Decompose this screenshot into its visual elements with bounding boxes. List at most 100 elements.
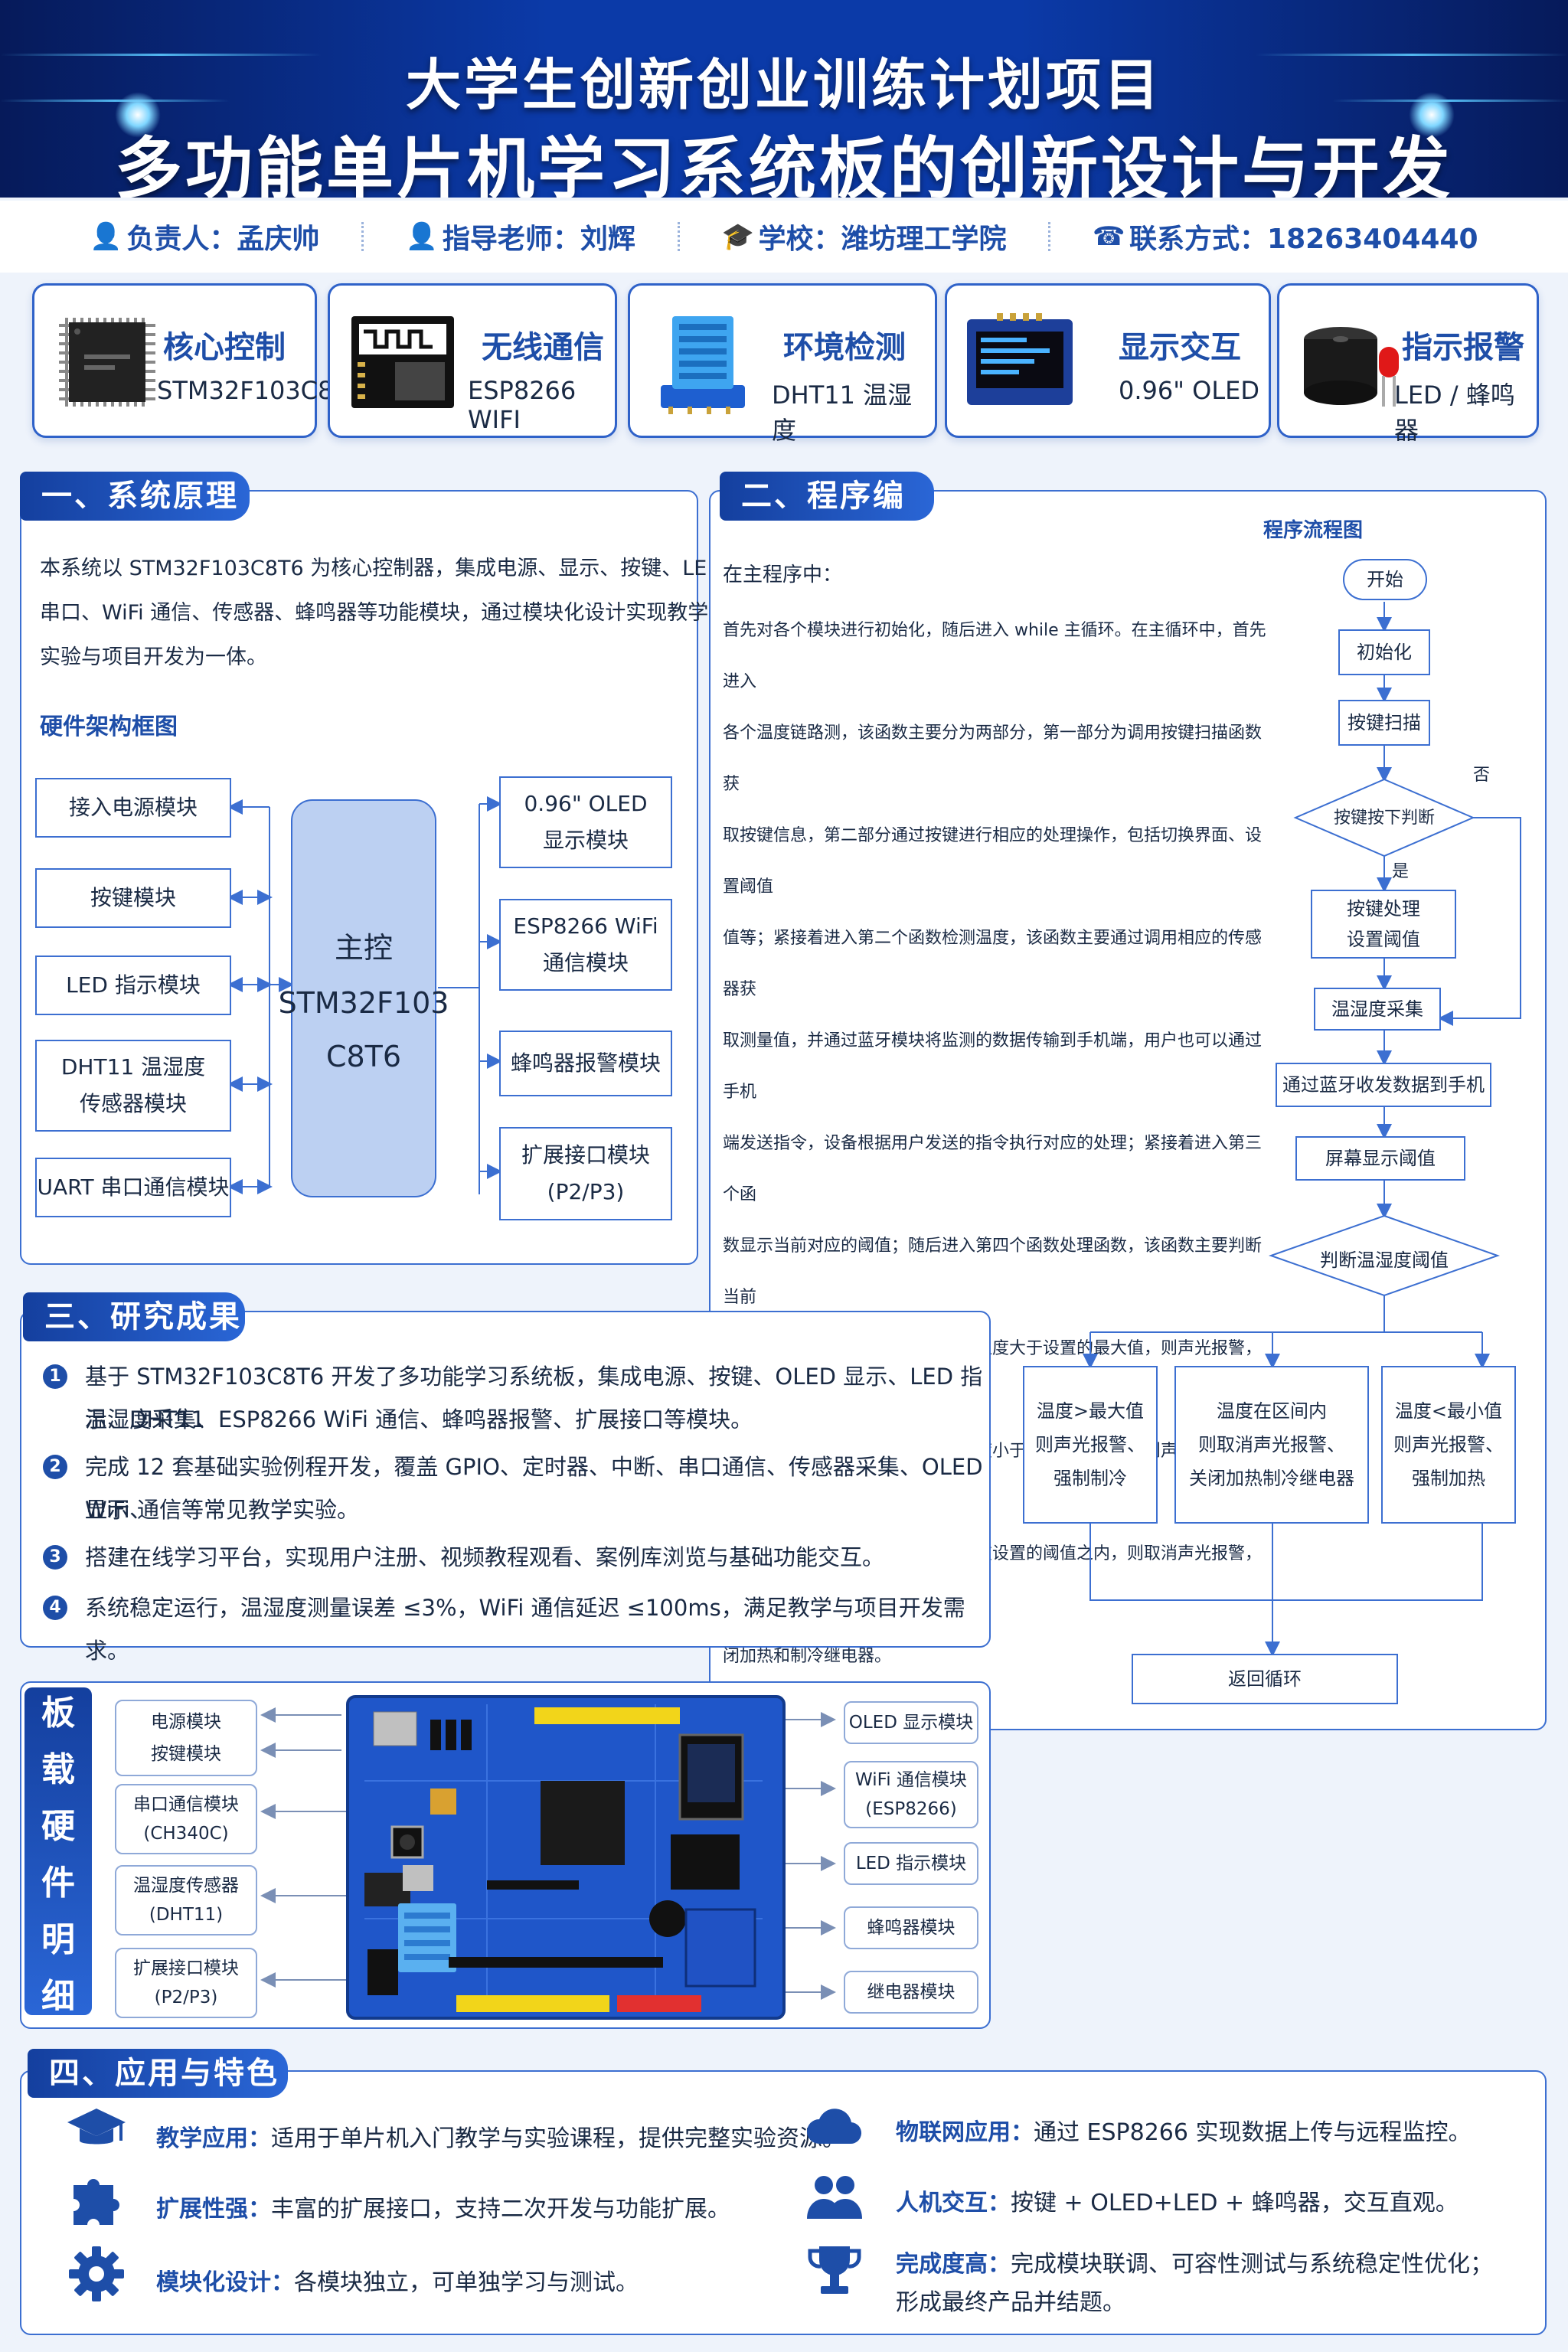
graduation-cap-icon: 🎓	[721, 221, 754, 252]
feature-hmi: 人机交互：按键 + OLED+LED + 蜂鸣器，交互直观。	[896, 2190, 1459, 2216]
flow-collect: 温湿度采集	[1314, 988, 1441, 1031]
arch-module-uart: UART 串口通信模块	[35, 1158, 231, 1217]
section-title: 二、程序编程	[720, 472, 934, 563]
dht11-sensor-icon	[661, 316, 745, 414]
arch-module-wifi: ESP8266 WiFi 通信模块	[499, 899, 672, 991]
section-title: 三、研究成果	[23, 1292, 245, 1341]
flowchart-title: 程序流程图	[1263, 519, 1364, 542]
flow-label-no: 否	[1473, 766, 1491, 785]
principle-line: 本系统以 STM32F103C8T6 为核心控制器，集成电源、显示、按键、LED…	[40, 557, 744, 580]
header-glow-dot	[1409, 92, 1455, 138]
cloud-icon	[807, 2109, 862, 2145]
info-advisor: 👤指导老师：刘辉	[405, 221, 635, 255]
result-item: 4 系统稳定运行，温湿度测量误差 ≤3%，WiFi 通信延迟 ≤100ms，满足…	[43, 1586, 985, 1664]
feature-card-core: 核心控制 STM32F103C8T6	[32, 283, 364, 438]
arch-module-led: LED 指示模块	[35, 956, 231, 1015]
flow-label-yes: 是	[1392, 862, 1410, 881]
arch-main-controller: 主控 STM32F103 C8T6	[279, 799, 449, 1197]
board-label-expansion: 扩展接口模块 (P2/P3)	[115, 1948, 257, 2018]
buzzer-led-icon	[1304, 327, 1399, 407]
result-number: 3	[43, 1545, 67, 1570]
info-bar: 👤负责人：孟庆帅 👤指导老师：刘辉 🎓学校：潍坊理工学院 ☎联系方式：18263…	[0, 201, 1568, 273]
esp8266-module-icon	[351, 316, 454, 408]
feature-card-display: 显示交互 0.96" OLED	[945, 283, 1271, 438]
flow-key-scan: 按键扫描	[1338, 700, 1430, 746]
arch-module-dht11: DHT11 温湿度 传感器模块	[35, 1040, 231, 1132]
program-intro: 在主程序中：	[723, 564, 843, 586]
board-side-title: 板 载 硬 件 明 细	[24, 1687, 92, 2016]
board-label-wifi: WiFi 通信模块 (ESP8266)	[844, 1761, 978, 1828]
result-item: 3 搭建在线学习平台，实现用户注册、视频教程观看、案例库浏览与基础功能交互。	[43, 1536, 985, 1582]
feature-card-wireless: 无线通信 ESP8266 WIFI	[328, 283, 617, 438]
arch-diagram-title: 硬件架构框图	[40, 714, 178, 740]
info-leader: 👤负责人：孟庆帅	[90, 221, 320, 255]
header-deco-line	[1256, 54, 1568, 56]
arch-module-expansion: 扩展接口模块 (P2/P3)	[499, 1127, 672, 1220]
pcb-board-image	[260, 1695, 836, 2020]
board-label-uart: 串口通信模块 (CH340C)	[115, 1784, 257, 1854]
feature-iot: 物联网应用：通过 ESP8266 实现数据上传与远程监控。	[896, 2119, 1472, 2146]
person-icon: 👤	[90, 221, 122, 252]
flow-decision-key: 按键按下判断	[1333, 808, 1435, 828]
flow-decision-threshold: 判断温湿度阈值	[1320, 1250, 1449, 1271]
main-controller-model: STM32F103	[278, 985, 449, 1020]
result-number: 2	[43, 1455, 67, 1479]
arch-module-oled: 0.96" OLED 显示模块	[499, 776, 672, 868]
poster-header: 大学生创新创业训练计划项目 多功能单片机学习系统板的创新设计与开发	[0, 0, 1568, 198]
flow-init: 初始化	[1338, 629, 1430, 675]
puzzle-icon	[74, 2179, 119, 2225]
flow-start: 开始	[1343, 559, 1427, 600]
oled-display-icon	[967, 313, 1073, 405]
feature-completeness: 完成度高：完成模块联调、可容性测试与系统稳定性优化；	[896, 2251, 1493, 2278]
person-icon: 👤	[405, 221, 439, 252]
feature-title: 指示报警	[1402, 330, 1524, 365]
users-icon	[807, 2176, 862, 2219]
board-label-dht11: 温湿度传感器 (DHT11)	[115, 1865, 257, 1936]
section-title: 四、应用与特色	[28, 2049, 288, 2098]
flow-key-process: 按键处理 设置阈值	[1311, 890, 1456, 959]
principle-line: 实验与项目开发为一体。	[40, 645, 267, 669]
feature-title: 无线通信	[482, 330, 604, 365]
result-item: 2 完成 12 套基础实验例程开发，覆盖 GPIO、定时器、中断、串口通信、传感…	[43, 1446, 985, 1537]
phone-icon: ☎	[1093, 221, 1125, 252]
graduation-cap-icon	[67, 2109, 126, 2145]
results-list: 1 基于 STM32F103C8T6 开发了多功能学习系统板，集成电源、按键、O…	[43, 1355, 985, 1664]
info-contact: ☎联系方式：18263404440	[1093, 221, 1478, 255]
feature-title: 显示交互	[1119, 330, 1241, 365]
info-divider	[361, 222, 364, 251]
feature-desc: 0.96" OLED	[1119, 376, 1260, 405]
board-label-relay: 继电器模块	[844, 1971, 978, 2014]
flow-branch-mid: 温度在区间内 则取消声光报警、 关闭加热制冷继电器	[1174, 1366, 1369, 1524]
feature-title: 核心控制	[163, 330, 286, 365]
header-glow-dot	[115, 92, 161, 138]
feature-title: 环境检测	[783, 330, 906, 365]
poster-title-line2: 多功能单片机学习系统板的创新设计与开发	[114, 129, 1453, 198]
flow-display: 屏幕显示阈值	[1295, 1136, 1465, 1181]
flow-bluetooth: 通过蓝牙收发数据到手机	[1276, 1063, 1491, 1107]
flowchart-connectors	[1083, 602, 1521, 1657]
section-application-features	[20, 2070, 1547, 2335]
feature-desc: LED / 蜂鸣器	[1394, 381, 1515, 445]
result-number: 1	[43, 1364, 67, 1389]
feature-desc: ESP8266 WIFI	[468, 376, 577, 434]
principle-line: 串口、WiFi 通信、传感器、蜂鸣器等功能模块，通过模块化设计实现教学、	[40, 601, 730, 625]
flow-return-loop: 返回循环	[1132, 1654, 1398, 1704]
arch-module-buzzer: 蜂鸣器报警模块	[499, 1031, 672, 1096]
trophy-icon	[808, 2246, 861, 2294]
feature-desc: DHT11 温湿度	[772, 381, 913, 445]
header-deco-line	[0, 54, 322, 56]
feature-extensibility: 扩展性强：丰富的扩展接口，支持二次开发与功能扩展。	[156, 2196, 730, 2223]
main-controller-suffix: C8T6	[325, 1039, 402, 1073]
feature-modular: 模块化设计：各模块独立，可单独学习与测试。	[156, 2269, 639, 2296]
main-controller-label: 主控	[334, 930, 393, 965]
poster-title-line1: 大学生创新创业训练计划项目	[405, 53, 1162, 117]
board-label-led: LED 指示模块	[844, 1842, 978, 1885]
info-divider	[677, 222, 680, 251]
gear-icon	[69, 2246, 124, 2301]
feature-card-env: 环境检测 DHT11 温湿度	[628, 283, 937, 445]
section-title: 一、系统原理	[20, 472, 250, 521]
section-results	[20, 1311, 991, 1648]
header-deco-line	[0, 100, 230, 102]
board-label-buzzer: 蜂鸣器模块	[844, 1906, 978, 1949]
mcu-chip-icon	[59, 318, 155, 407]
